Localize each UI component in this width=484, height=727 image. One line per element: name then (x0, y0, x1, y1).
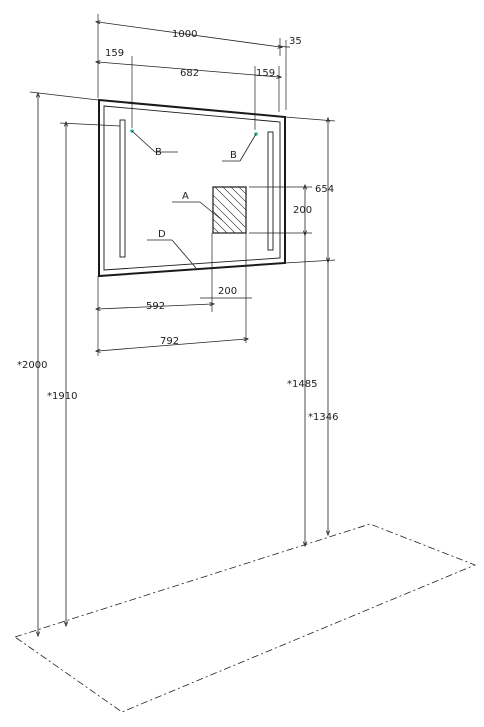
mirror-frame-outer (98, 98, 286, 278)
dim-label-792: 792 (160, 336, 179, 347)
dim-label-2000: *2000 (17, 360, 47, 371)
dim-label-159-right: 159 (256, 68, 275, 79)
dim-left-heights: *2000 *1910 (17, 91, 121, 634)
dim-label-200-bottom: 200 (218, 286, 237, 297)
dim-led-spacing: 159 682 159 (98, 48, 279, 130)
callout-label-b-right: B (230, 150, 237, 161)
sensor-area-a (212, 186, 247, 234)
callout-label-d: D (158, 229, 166, 240)
led-strip-right (267, 131, 274, 251)
callout-b-right: B (222, 133, 257, 162)
dim-label-1910: *1910 (47, 391, 77, 402)
dim-bottom-sensor: 200 592 792 (98, 233, 252, 356)
dim-label-682: 682 (180, 68, 199, 79)
callout-label-b-left: B (155, 147, 162, 158)
dim-right-floor-heights: *1485 *1346 (287, 233, 338, 544)
callout-b-left: B (131, 130, 178, 158)
dim-depth: 35 (279, 36, 302, 110)
dim-label-200-right: 200 (293, 205, 312, 216)
dim-label-1000: 1000 (172, 29, 197, 40)
dim-label-1346: *1346 (308, 412, 338, 423)
callout-d: D (147, 229, 197, 269)
led-strip-left (119, 119, 126, 258)
dim-right-heights: 654 200 (249, 116, 336, 264)
callout-label-a: A (182, 191, 189, 202)
dim-width-total: 1000 (98, 14, 280, 98)
callout-a: A (172, 191, 223, 221)
dim-label-654: 654 (315, 184, 334, 195)
dim-label-1485: *1485 (287, 379, 317, 390)
mirror (98, 98, 286, 278)
dim-label-159-left: 159 (105, 48, 124, 59)
mirror-frame-inner (103, 105, 281, 271)
dim-label-592: 592 (146, 301, 165, 312)
floor-outline (14, 523, 477, 713)
dim-label-35: 35 (289, 36, 302, 47)
